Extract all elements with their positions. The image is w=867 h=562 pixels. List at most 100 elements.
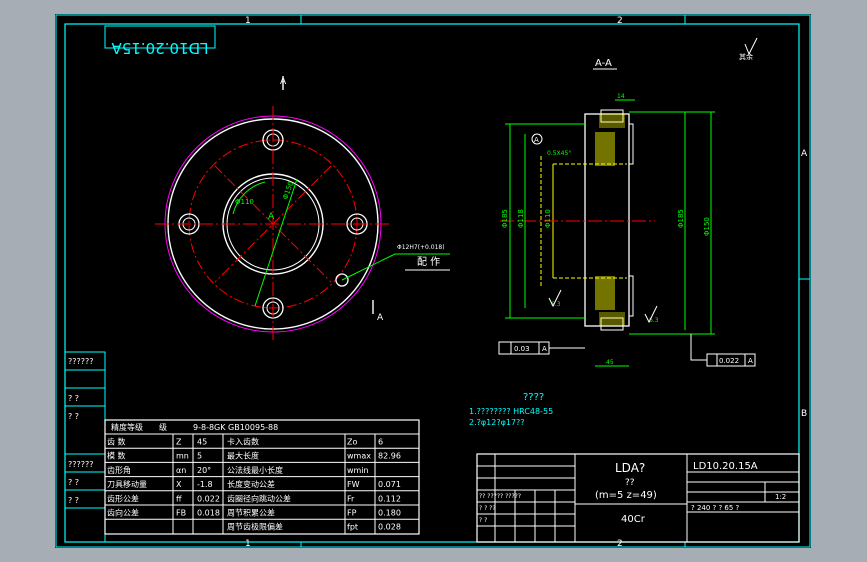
zone-col-1: 1 <box>245 16 251 26</box>
scale: 1:2 <box>775 493 786 501</box>
tech-req-1: 1.???????? HRC48-55 <box>469 407 553 416</box>
table-symbol-left: ff <box>176 494 182 503</box>
table-label-left: 刀具移动量 <box>107 479 147 489</box>
flange-top <box>628 123 634 165</box>
table-label-left: 齿向公差 <box>107 508 139 518</box>
zone-row-a: A <box>801 149 808 159</box>
table-value-right: 0.112 <box>378 494 401 503</box>
tol-right-datum: A <box>748 357 753 365</box>
datum-circle <box>531 133 543 145</box>
tol-left-datum: A <box>542 345 547 353</box>
table-label-right: 周节齿极限偏差 <box>227 522 283 532</box>
zone-row-b: B <box>801 409 807 419</box>
grid-text-3: ? ? <box>479 517 487 524</box>
tech-title: ???? <box>523 392 544 403</box>
drawing-canvas[interactable]: 1 2 1 2 A B ?????? ? ? ? ? ?????? ? ? ? … <box>55 14 811 548</box>
binding-text-4: ?????? <box>68 460 93 469</box>
table-label-left: 模 数 <box>107 451 126 461</box>
table-label-left: 齿 数 <box>107 437 126 447</box>
dim-right2: Φ150 <box>703 217 711 236</box>
section-view: A-A Φ185 Φ118 Φ110 Φ185 Φ150 0.5X45° <box>498 37 758 367</box>
table-symbol-right: Zo <box>347 438 357 447</box>
table-label-right: 卡入齿数 <box>227 437 259 447</box>
section-mark-top: A <box>280 77 287 87</box>
table-label-right: 最大长度 <box>227 451 259 461</box>
part-sub: ?? <box>625 478 635 488</box>
section-body <box>584 113 630 327</box>
drawing-number: LD10.20.15A <box>693 461 758 472</box>
view-label: A-A <box>595 58 612 69</box>
table-label-right: 公法线最小长度 <box>227 465 283 475</box>
table-value-right: 0.028 <box>378 523 401 532</box>
title-block: LDA? ?? (m=5 z=49) 40Cr LD10.20.15A 1:2 … <box>476 453 800 543</box>
accuracy-value: 9-8-8GK GB10095-88 <box>193 423 278 432</box>
dim-inner: Φ110 <box>235 198 254 206</box>
tol-leader-right <box>690 334 707 361</box>
hatch-hub-top <box>599 114 625 128</box>
datum-letter: A <box>534 136 539 144</box>
hole-leader <box>341 253 396 281</box>
roughness-note: 其余 <box>739 52 753 61</box>
zone-col-1-bottom: 1 <box>245 539 251 548</box>
dim-inner-section: Φ110 <box>544 209 552 228</box>
roughness-1: 6.3 <box>551 301 561 308</box>
table-symbol-left: Z <box>176 438 182 447</box>
table-value-left: 0.018 <box>197 509 220 518</box>
table-symbol-right: fpt <box>347 523 358 532</box>
center-mark: A <box>268 212 275 222</box>
binding-box <box>64 351 106 543</box>
sheet-cells: ? 240 ? ? 65 ? <box>691 504 740 512</box>
grid-text-1: ?? ????? ????? <box>479 493 521 500</box>
table-symbol-right: FW <box>347 480 360 489</box>
drawing-svg: 1 2 1 2 A B ?????? ? ? ? ? ?????? ? ? ? … <box>55 14 811 548</box>
zone-col-2: 2 <box>617 16 623 26</box>
inner-frame <box>64 23 800 543</box>
tol-right-value: 0.022 <box>719 357 739 365</box>
dim-bore: Φ118 <box>517 209 525 228</box>
binding-text-2: ? ? <box>68 394 79 403</box>
binding-text-5: ? ? <box>68 478 79 487</box>
center-line-diag <box>214 165 332 283</box>
table-symbol-left: FB <box>176 509 186 518</box>
table-value-left: 0.022 <box>197 494 220 503</box>
table-value-right: 82.96 <box>378 452 401 461</box>
table-label-right: 齿圈径向跳动公差 <box>227 493 291 503</box>
dowel-hole <box>335 273 349 287</box>
material: 40Cr <box>621 514 646 525</box>
table-symbol-right: wmax <box>347 452 371 461</box>
dim-width: 45 <box>606 359 614 366</box>
table-symbol-right: FP <box>347 509 357 518</box>
dim-right: Φ185 <box>677 209 685 228</box>
table-symbol-left: αn <box>176 466 186 475</box>
part-params: (m=5 z=49) <box>595 490 657 501</box>
tech-req-2: 2.?φ12?φ17?? <box>469 418 525 427</box>
zone-col-2-bottom: 2 <box>617 539 623 548</box>
table-value-left: 45 <box>197 438 207 447</box>
dim-angle-arc <box>232 181 266 215</box>
dim-chamfer: 0.5X45° <box>547 150 571 157</box>
table-label-left: 齿形角 <box>107 465 131 475</box>
table-symbol-right: wmin <box>347 466 369 475</box>
table-value-right: 0.180 <box>378 509 401 518</box>
binding-text-6: ? ? <box>68 496 79 505</box>
accuracy-label: 精度等级 <box>111 422 143 432</box>
hatch-top <box>595 132 615 166</box>
section-mark-bottom: A <box>377 313 384 323</box>
roughness-corner-symbol <box>744 37 758 56</box>
hub-top <box>600 109 624 123</box>
dim-hub: 14 <box>617 93 625 100</box>
dim-leader-bolt <box>254 178 298 307</box>
center-line-diag <box>214 165 332 283</box>
front-view: A A A Φ150 Φ110 Φ12H7(+0.018) 配 作 <box>155 76 450 340</box>
table-label-right: 长度变动公差 <box>227 479 275 489</box>
part-name: LDA? <box>615 461 645 475</box>
flange-bottom <box>628 275 634 317</box>
tol-left-value: 0.03 <box>514 345 530 353</box>
hatch-hub-bottom <box>599 312 625 326</box>
table-value-left: -1.8 <box>197 480 213 489</box>
table-value-right: 6 <box>378 438 383 447</box>
hub-bottom <box>600 317 624 331</box>
hole-dim: Φ12H7(+0.018) <box>397 244 445 251</box>
